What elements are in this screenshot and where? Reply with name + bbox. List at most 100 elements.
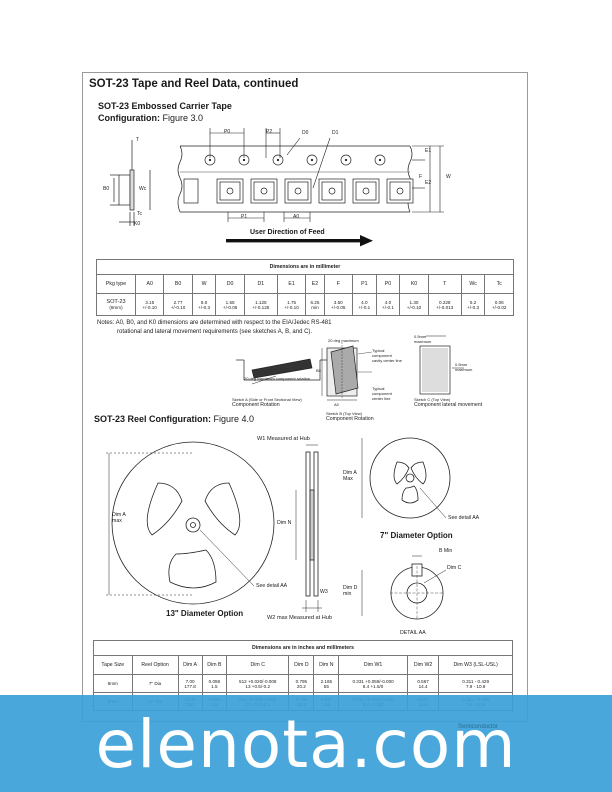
tape-table-cell: 0.228+/-0.013 <box>427 293 462 316</box>
pocket-hole <box>362 187 370 195</box>
reel-table-header-cell: Dim D <box>288 655 315 675</box>
reel-table-cell-line: 0.795 <box>295 678 308 684</box>
sketch-b-angle: 20 deg maximum <box>328 338 359 343</box>
reel-7-inch <box>369 437 451 519</box>
reel-table-cell-line: 0.311 - 0.429 <box>462 678 490 684</box>
tape-config-line: Configuration: Figure 3.0 <box>98 113 203 123</box>
tape-table-cell-line: 3.15 <box>145 299 155 305</box>
reel-dim-a-max: Dim A max <box>112 512 126 524</box>
reel-table-cell-line: 13 +0.5/-0.2 <box>245 683 271 689</box>
tape-table-cell-line: +/-0.3 <box>198 304 211 310</box>
sketch-b <box>321 342 373 401</box>
reel-7-inch-title: 7" Diameter Option <box>380 531 453 540</box>
label-tc: Tc <box>137 211 142 217</box>
reel-table-cell-line: 14.4 <box>418 683 428 689</box>
sprocket-hole-center <box>276 158 280 162</box>
reel-table-caption: Dimensions are in inches and millimeters <box>93 640 513 656</box>
tape-table-cell: 3.50+/-0.05 <box>323 293 353 316</box>
sprocket-hole-center <box>344 158 348 162</box>
pocket-hole <box>396 187 404 195</box>
sketch-b-caption: Sketch B (Top View) <box>326 411 362 416</box>
reel-7-dim-a-max: Dim A Max <box>343 470 357 482</box>
tape-table-cell-line: 2.77 <box>173 299 183 305</box>
sketch-b-typical-cavity: Typical component cavity center line <box>372 348 402 363</box>
sprocket-hole-center <box>310 158 314 162</box>
label-b0: B0 <box>103 186 110 192</box>
reel-side-view <box>305 451 319 597</box>
tape-table-cell-line: min <box>311 304 319 310</box>
tape-heading: SOT-23 Embossed Carrier Tape <box>98 101 232 111</box>
label-p0: P0 <box>224 129 231 135</box>
watermark-corner-text: Semiconductor <box>458 724 499 730</box>
tape-table-header-cell: K0 <box>399 274 429 294</box>
label-a0: A0 <box>293 214 300 220</box>
sketch-b-typical-component: Typical component center line <box>372 386 392 401</box>
reel-table-cell-line: 0.567 <box>417 678 429 684</box>
sketch-a-caption: Sketch A (Side or Front Sectional View) <box>232 397 302 402</box>
reel-w3: W3 <box>320 589 328 595</box>
label-w: W <box>446 174 451 180</box>
tape-table-cell-line: 5.2 <box>469 299 477 305</box>
reel-table-cell-line: 1.5 <box>211 683 218 689</box>
reel-w1-label: W1 Measured at Hub <box>257 436 310 442</box>
reel-table-header-cell: Dim C <box>226 655 290 675</box>
pocket-hole <box>294 187 302 195</box>
sprocket-hole-center <box>208 158 212 162</box>
tape-config-ref: Figure 3.0 <box>162 113 204 123</box>
reel-table-header-cell: Dim W2 <box>406 655 440 675</box>
tape-table-cell-line: +/-0.10 <box>170 304 186 310</box>
sketch-c-max-2: 0.5mm maximum <box>455 362 473 372</box>
page-title: SOT-23 Tape and Reel Data, continued <box>89 78 299 90</box>
reel-table-header-cell: Dim N <box>313 655 340 675</box>
tape-pkg-sub: (8mm) <box>109 305 123 310</box>
reel-table-cell-line: 7.00 <box>185 678 195 684</box>
tape-table-cell-line: +/-0.10 <box>142 304 157 310</box>
reel-dim-n: Dim N <box>277 520 292 526</box>
tape-table-cell-line: 8.0 <box>200 299 208 305</box>
detail-dim-d-min: Dim D min <box>343 585 358 597</box>
pocket-hole <box>328 187 336 195</box>
tape-table-cell-line: 0.06 <box>494 299 504 305</box>
tape-table-cell: 1.30+/-0.10 <box>399 293 429 316</box>
pocket-hole <box>260 187 268 195</box>
tape-table-cell-line: +/-0.1 <box>358 304 371 310</box>
reel-table-header-cell: Dim W3 (LSL-USL) <box>438 655 513 675</box>
reel-table-cell: 7" Dia <box>131 674 179 693</box>
reel-7-see-detail: See detail AA <box>448 515 480 521</box>
sketch-a-title: Component Rotation <box>232 402 280 408</box>
sketch-b-title: Component Rotation <box>326 416 374 422</box>
reel-table-cell-line: 2.165 <box>320 678 333 684</box>
reel-config-line: SOT-23 Reel Configuration: Figure 4.0 <box>94 414 254 424</box>
reel-heading: SOT-23 Reel Configuration: <box>94 414 212 424</box>
feed-direction-label: User Direction of Feed <box>250 229 325 236</box>
tape-table-cell-line: +/-0.05 <box>222 304 238 310</box>
detail-b-min: B Min <box>439 548 453 554</box>
reel-see-detail: See detail AA <box>256 583 288 589</box>
label-p1: P1 <box>241 214 248 220</box>
reel-table-cell-line: 55 <box>323 683 329 689</box>
reel-table-cell-line: 8.4 +1.5/0 <box>362 683 384 689</box>
tape-table-cell: 4.0+/-0.1 <box>351 293 377 316</box>
tape-pocket-partial <box>183 178 199 204</box>
reel-13-inch-title: 13" Diameter Option <box>166 609 244 618</box>
sketch-c <box>419 335 464 395</box>
label-d0: D0 <box>302 130 309 136</box>
tape-table-pkg-cell: SOT-23(8mm) <box>96 293 136 316</box>
reel-table-header-cell: Dim W1 <box>338 655 408 675</box>
tape-table-cell-line: 1.30 <box>409 299 419 305</box>
tape-table-cell-line: 4.0 <box>384 299 392 305</box>
reel-13-inch <box>111 441 275 605</box>
tape-table-cell-line: +/-0.05 <box>331 304 346 310</box>
reel-table-cell-line: 7.9 - 10.9 <box>465 683 486 689</box>
label-d1: D1 <box>332 130 339 136</box>
